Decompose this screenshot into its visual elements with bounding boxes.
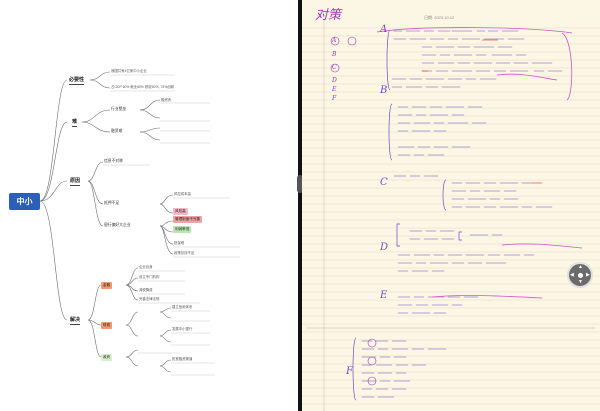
difficulty-item: 行业壁垒 <box>111 107 127 111</box>
section-letter-d: D <box>380 242 389 253</box>
reason-item: 政策扶持不足 <box>174 251 195 255</box>
reason-highlight: 风险高 <box>173 208 188 215</box>
nav-center-icon[interactable] <box>578 273 583 278</box>
reason-item: 银行偏好大企业 <box>104 223 131 227</box>
section-letter-c: C <box>380 177 388 188</box>
solution-category: 政府 <box>101 354 113 361</box>
margin-letter: B <box>332 51 337 58</box>
branch-reason[interactable]: 原因 <box>70 178 81 186</box>
solution-category: 财税 <box>101 322 113 329</box>
mindmap-pane[interactable]: 中小 必要性 难 原因 解决 我国共有4亿家中小企业 占GDP 60% 就业80… <box>0 0 298 411</box>
section-letter-e: E <box>380 290 388 301</box>
arrow-left-icon[interactable]: ◀ <box>570 272 574 278</box>
notebook-title: 对策 <box>315 8 342 23</box>
solution-item: 拓宽融资渠道 <box>172 357 193 361</box>
notebook-date: 日期: 2023.10.12 <box>424 15 455 20</box>
margin-letter: E <box>332 86 337 93</box>
reason-item: 抵押不足 <box>104 201 120 205</box>
difficulty-item: 融资贵 <box>161 98 172 102</box>
reason-highlight: 管理制度不完善 <box>173 216 203 223</box>
reason-item: 担保难 <box>174 241 185 245</box>
solution-item: 设立专门机构 <box>139 275 160 279</box>
split-drag-handle[interactable] <box>297 175 303 193</box>
floating-nav-control[interactable]: ▲ ▼ ◀ ▶ <box>567 262 593 288</box>
branch-difficulty[interactable]: 难 <box>72 119 78 127</box>
arrow-down-icon[interactable]: ▼ <box>578 279 583 285</box>
branch-necessity[interactable]: 必要性 <box>69 77 85 85</box>
solution-item: 减税降费 <box>139 288 153 292</box>
branch-solution[interactable]: 解决 <box>70 317 81 325</box>
margin-letter: D <box>332 77 337 84</box>
mindmap-root[interactable]: 中小 <box>9 193 40 210</box>
split-divider <box>298 0 302 411</box>
arrow-up-icon[interactable]: ▲ <box>578 264 583 270</box>
solution-category: 金融 <box>101 282 113 289</box>
section-letter-b: B <box>380 85 388 96</box>
margin-letter: A <box>332 37 337 44</box>
necessity-item: 占GDP 60% 就业80% <box>111 85 144 89</box>
solution-item: 建立信用体系 <box>172 305 193 309</box>
solution-item: 企业自身 <box>139 265 153 269</box>
margin-letter: F <box>332 95 337 102</box>
section-letter-f: F <box>346 366 353 377</box>
solution-item: 发展中小银行 <box>172 327 193 331</box>
solution-item: 完善法律法规 <box>139 297 160 301</box>
notebook-page <box>302 20 600 411</box>
necessity-item: 我国共有4亿家中小企业 <box>111 69 147 73</box>
reason-highlight: 利润率低 <box>173 226 192 233</box>
reason-item: 风控成本高 <box>174 192 191 196</box>
necessity-item: 税收50%, 75%创新 <box>145 85 175 89</box>
mindmap-connectors <box>39 71 240 376</box>
reason-item: 信息不对称 <box>104 159 123 163</box>
notebook-pane[interactable]: 对策 日期: 2023.10.12 A B C D E F A B C D E … <box>302 0 600 411</box>
arrow-right-icon[interactable]: ▶ <box>586 272 590 278</box>
difficulty-item: 融资难 <box>111 129 123 133</box>
margin-letter: C <box>332 64 337 71</box>
section-letter-a: A <box>380 24 388 35</box>
